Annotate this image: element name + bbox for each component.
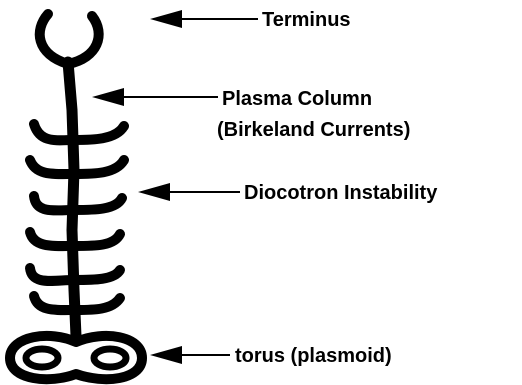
arrow-torus bbox=[150, 346, 230, 364]
label-diocotron-instability: Diocotron Instability bbox=[244, 181, 437, 205]
label-terminus: Terminus bbox=[262, 8, 351, 32]
terminus-cup bbox=[40, 14, 99, 64]
torus-outer bbox=[10, 336, 142, 379]
label-torus-plasmoid: torus (plasmoid) bbox=[235, 344, 392, 368]
plasma-column bbox=[68, 62, 76, 336]
arrow-terminus bbox=[150, 10, 258, 28]
torus-left-hole bbox=[26, 349, 58, 367]
torus-right-hole bbox=[94, 349, 126, 367]
label-plasma-column: Plasma Column bbox=[222, 87, 372, 111]
label-birkeland-currents: (Birkeland Currents) bbox=[217, 118, 410, 142]
rung-1 bbox=[34, 124, 124, 140]
arrow-diocotron bbox=[138, 183, 240, 201]
arrow-plasma-column bbox=[92, 88, 218, 106]
